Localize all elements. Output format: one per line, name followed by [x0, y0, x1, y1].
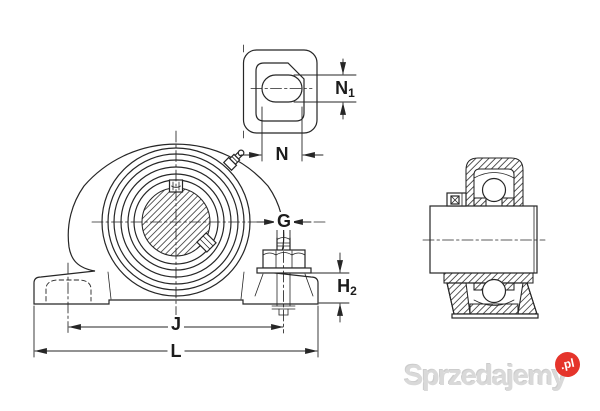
- watermark: Sprzedajemy .pl: [400, 349, 595, 405]
- bolt-slot: [261, 74, 303, 103]
- dimension-annotations: [33, 58, 357, 358]
- pillow-block-front-view: [33, 130, 319, 334]
- dimension-n1: [293, 58, 357, 120]
- left-foot-hidden-recess: [45, 279, 92, 302]
- dimension-n: [240, 106, 324, 162]
- dimension-h2: [308, 252, 350, 323]
- angled-set-screw: [196, 232, 217, 253]
- shaft-section-side-view: [422, 157, 546, 319]
- hex-bolt-assembly: [254, 237, 314, 316]
- dim-label-n: N: [275, 144, 289, 164]
- dim-label-h2: H2: [337, 276, 357, 298]
- ball-bottom: [481, 278, 507, 304]
- ball-top: [481, 177, 507, 203]
- shaft: [429, 205, 538, 274]
- bearing-section-top: [446, 157, 524, 207]
- washer: [256, 267, 312, 274]
- dim-label-l: L: [167, 342, 185, 360]
- dim-label-j: J: [167, 315, 185, 333]
- grease-fitting: [222, 149, 245, 172]
- bottom-plate: [451, 313, 539, 319]
- dim-label-n1: N1: [335, 78, 355, 100]
- bearing-section-bottom: [443, 272, 539, 319]
- slot-view-inner-contour: [255, 62, 305, 122]
- slot-view-outer-outline: [242, 49, 318, 134]
- base-slot-top-view: [242, 44, 318, 139]
- dim-label-g: G: [273, 212, 295, 230]
- watermark-text: Sprzedajemy: [404, 360, 568, 392]
